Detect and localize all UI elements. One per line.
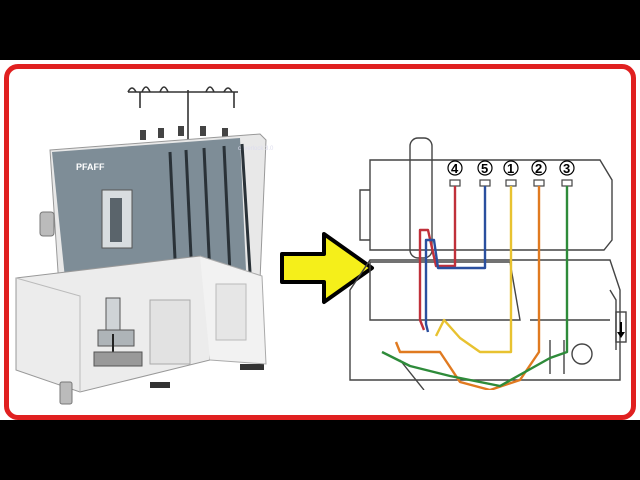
side-knob [59, 381, 73, 405]
svg-text:5: 5 [481, 161, 488, 176]
needle-assembly [93, 297, 143, 367]
machine-front-panel [52, 138, 246, 288]
svg-text:1: 1 [507, 161, 514, 176]
handwheel [39, 211, 55, 237]
diagram-outline [349, 137, 627, 390]
looper-cover [149, 299, 191, 365]
svg-text:2: 2 [535, 161, 542, 176]
down-arrow-icon [617, 322, 625, 338]
thread-path-2 [394, 186, 541, 390]
threading-diagram: 4 5 1 2 3 [349, 137, 627, 390]
spool-pins [449, 179, 573, 187]
marker-5: 5 [477, 160, 493, 176]
thumbnail-frame: PFAFF coverlock 3.0 [0, 60, 640, 420]
thread-number-markers: 4 5 1 2 3 [447, 160, 575, 176]
brand-label: PFAFF [76, 162, 105, 172]
model-label: coverlock 3.0 [238, 146, 274, 152]
marker-1: 1 [503, 160, 519, 176]
thread-path-5 [424, 186, 487, 333]
red-rounded-border [4, 64, 636, 420]
tension-knobs [140, 126, 228, 140]
marker-2: 2 [531, 160, 547, 176]
serger-machine-illustration: PFAFF coverlock 3.0 [15, 86, 274, 405]
marker-4: 4 [447, 160, 463, 176]
svg-text:3: 3 [563, 161, 570, 176]
marker-3: 3 [559, 160, 575, 176]
svg-text:4: 4 [451, 161, 459, 176]
thread-path-3 [381, 186, 569, 388]
thread-path-4 [418, 186, 457, 331]
thread-path-1 [434, 186, 513, 354]
thread-stand [127, 86, 238, 148]
yellow-arrow-icon [280, 232, 374, 304]
